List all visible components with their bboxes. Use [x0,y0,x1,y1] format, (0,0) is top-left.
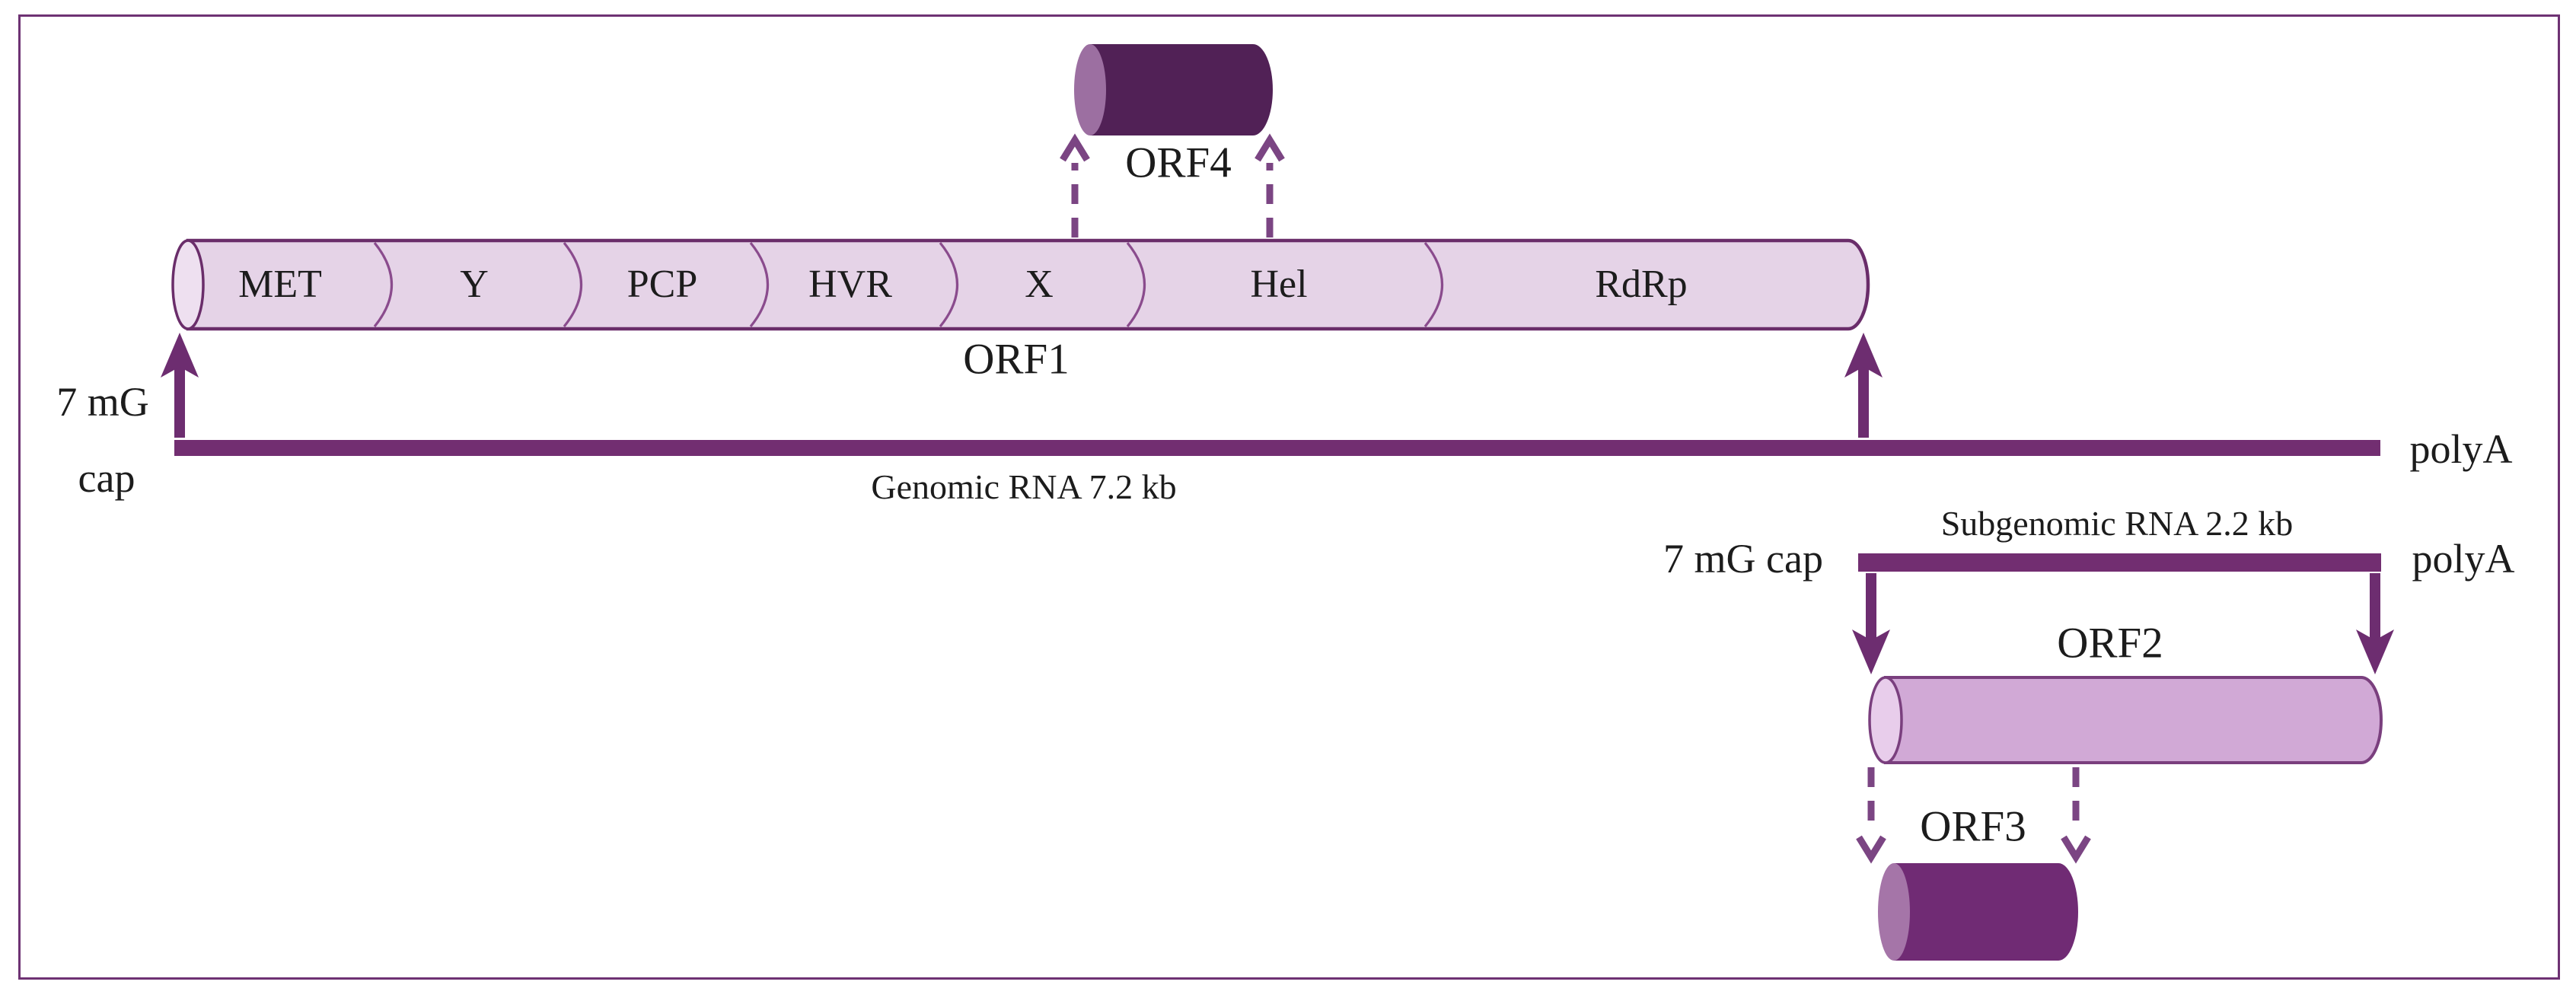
subgenomic-rna-line [1858,553,2381,572]
segment-label-hvr: HVR [808,263,892,306]
orf2-left-cap [1868,676,1903,764]
genomic-cap-label-line2: cap [78,455,135,501]
orf1-segment-dividers [373,241,1444,328]
orf3-left-cap [1878,863,1910,961]
genomic-rna-line [174,440,2380,456]
orf1-left-cap [171,239,205,330]
subgenomic-cap-label: 7 mG cap [1663,536,1823,582]
genomic-polya-label: polyA [2409,426,2513,472]
orf2-end-arrow [2356,573,2394,674]
subgenomic-polya-label: polyA [2412,536,2515,582]
figure-border [18,14,2560,980]
orf2-cylinder [1868,676,2383,764]
genomic-cap-label-line1: 7 mG [56,379,149,425]
orf4-cylinder [1074,44,1273,135]
orf3-label: ORF3 [1920,802,2026,851]
orf3-cylinder [1878,863,2078,961]
segment-label-x: X [1025,263,1054,306]
genomic-rna-label: Genomic RNA 7.2 kb [871,467,1177,506]
segment-label-pcp: PCP [626,263,698,306]
orf3-end-arrow [2061,767,2091,864]
subgenomic-rna-label: Subgenomic RNA 2.2 kb [1940,504,2294,543]
orf2-label: ORF2 [2057,619,2163,668]
segment-label-y: Y [460,263,489,306]
orf1-cylinder [171,238,1870,331]
segment-label-hel: Hel [1250,263,1308,306]
orf1-start-arrow [161,333,199,438]
segment-label-met: MET [238,263,322,306]
orf2-start-arrow [1852,573,1890,674]
segment-label-rdrp: RdRp [1595,263,1688,306]
orf1-label: ORF1 [963,335,1070,384]
orf4-left-cap [1074,44,1106,135]
orf1-end-arrow [1844,333,1883,438]
orf3-start-arrow [1856,767,1886,864]
orf4-end-arrow [1255,133,1285,237]
orf4-start-arrow [1060,133,1090,237]
orf4-label: ORF4 [1125,139,1232,187]
